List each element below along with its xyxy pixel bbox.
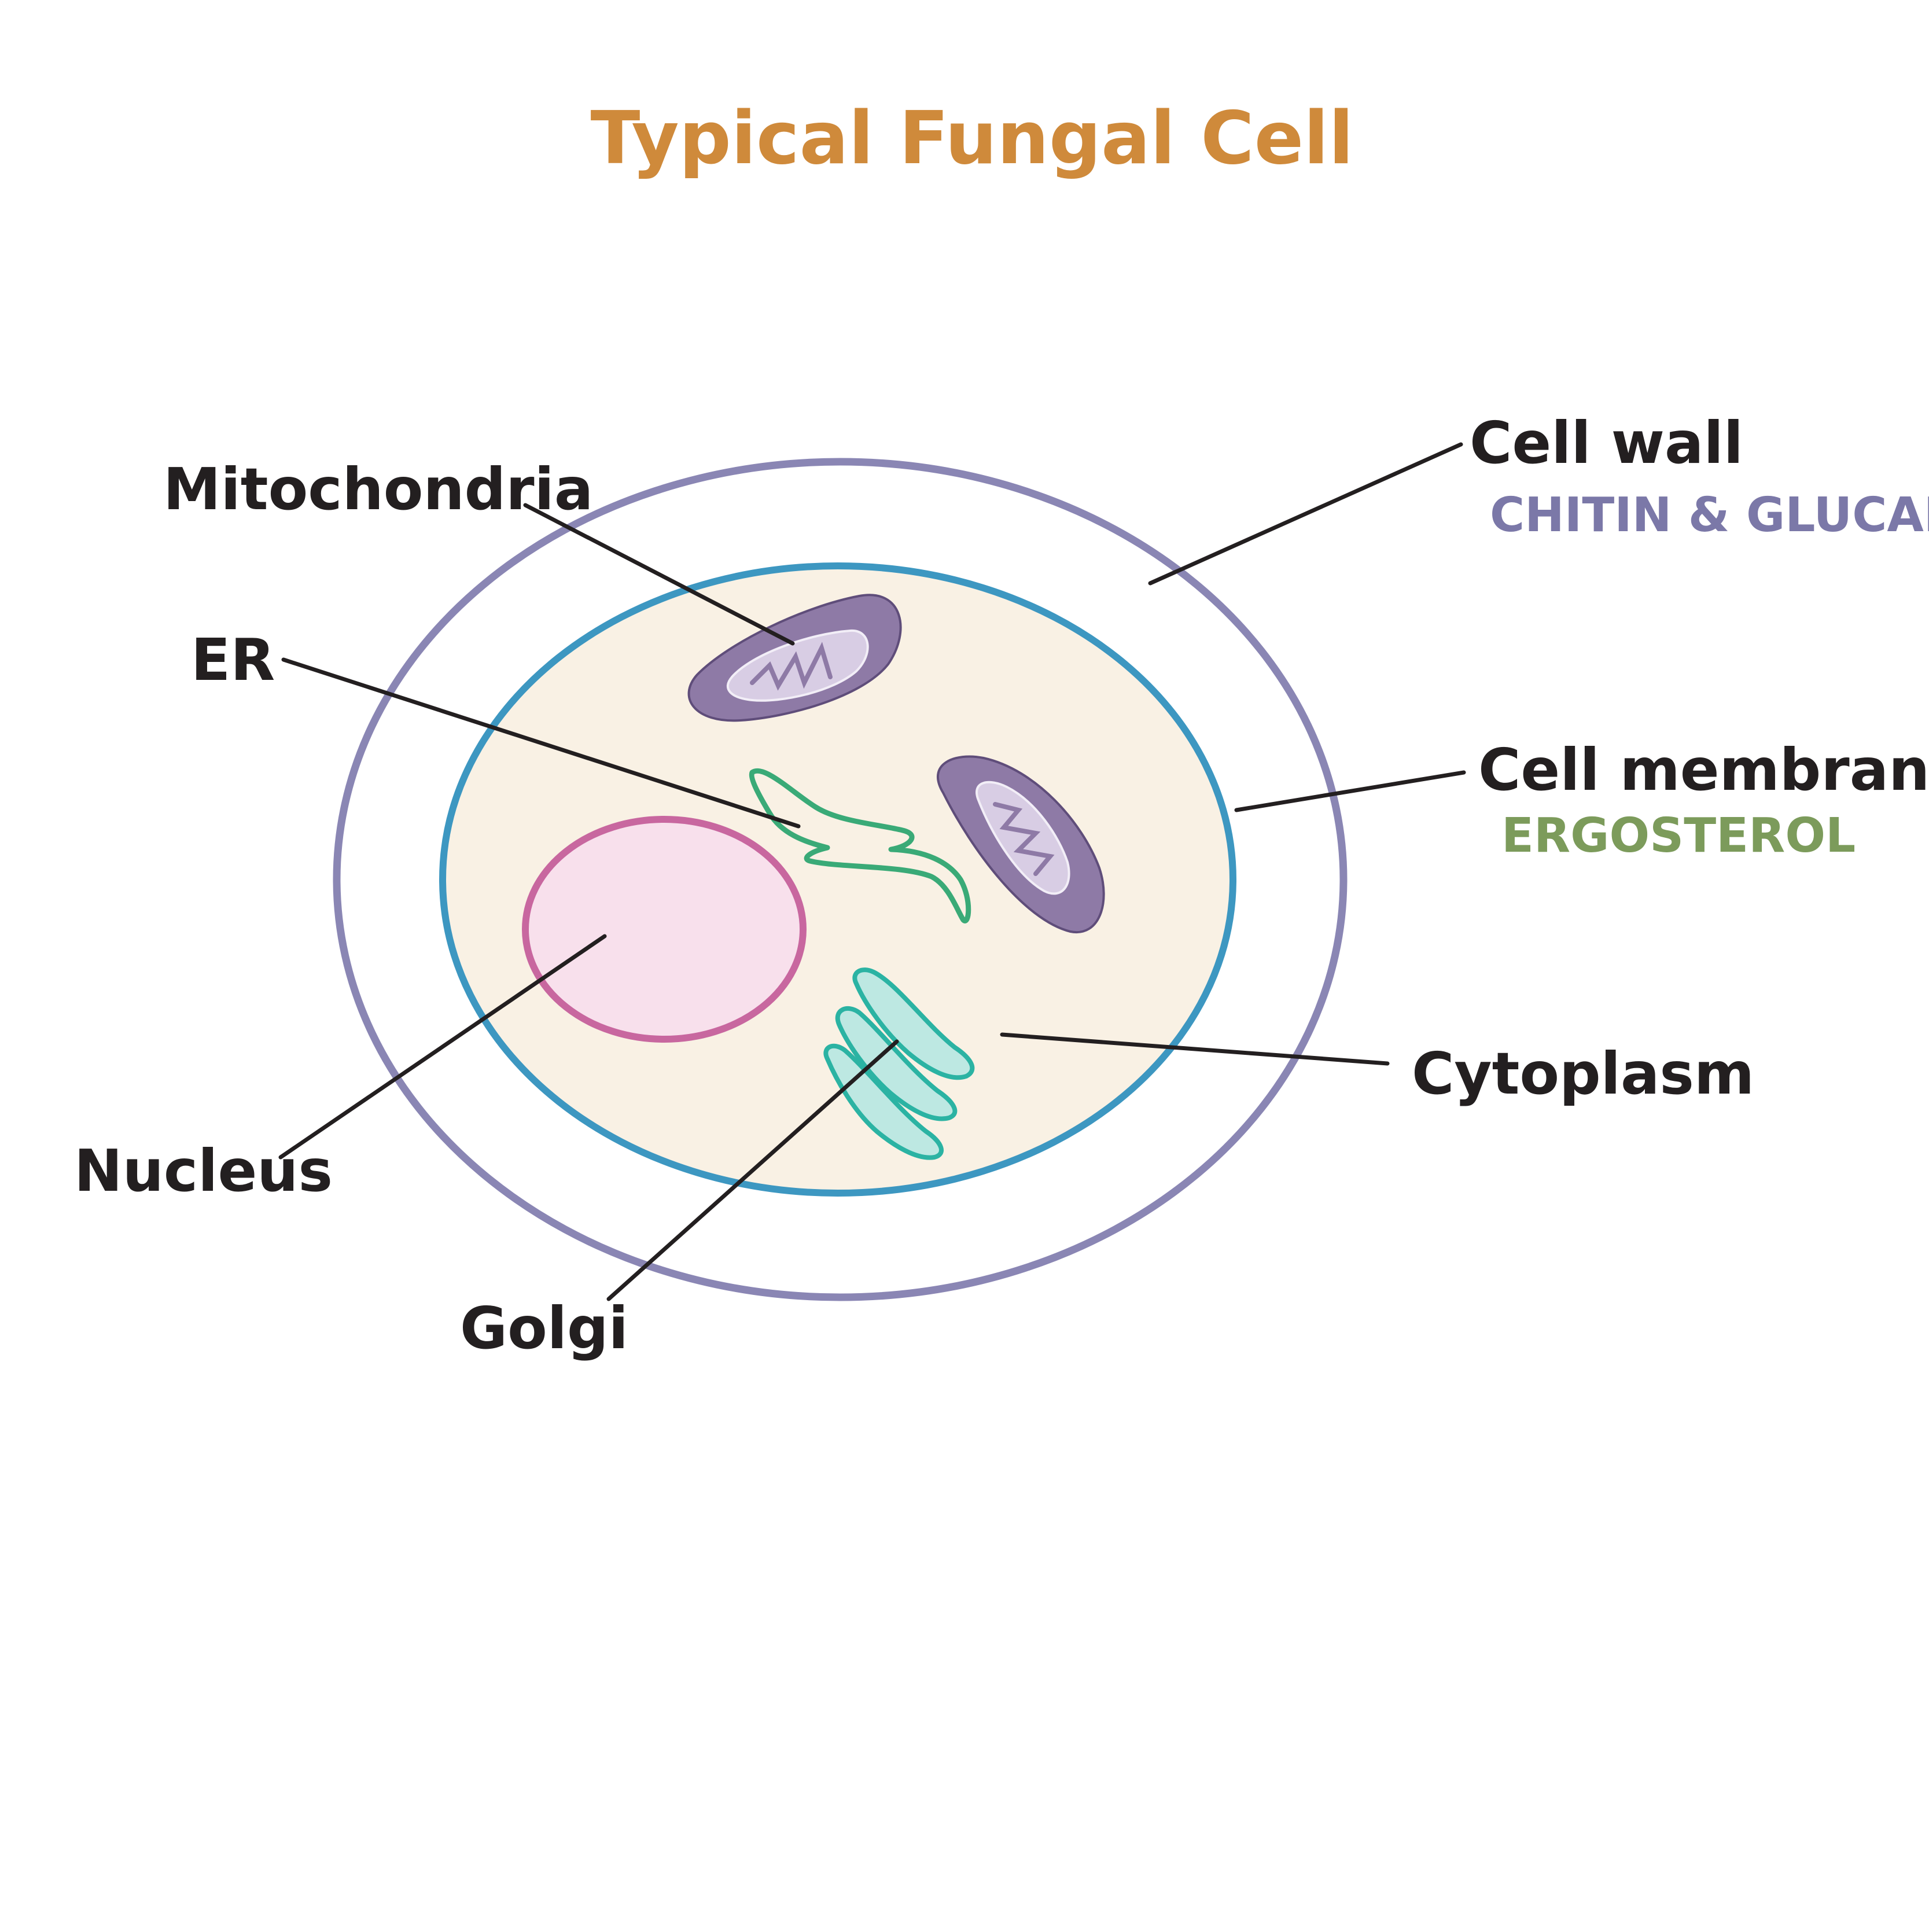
label-cytoplasm: Cytoplasm	[1412, 1040, 1754, 1107]
nucleus-leader	[278, 934, 607, 1160]
mitochondrion-right	[937, 755, 1105, 934]
label-nucleus: Nucleus	[74, 1137, 333, 1205]
endoplasmic-reticulum	[749, 768, 971, 923]
label-cell-wall: Cell wall	[1470, 409, 1743, 477]
cytoplasm-leader	[1000, 1032, 1390, 1066]
label-chitin-glucan: CHITIN & GLUCAN	[1490, 488, 1929, 543]
mitochondria-leader	[523, 503, 795, 646]
label-golgi: Golgi	[460, 1294, 628, 1362]
label-cell-membrane: Cell membrane	[1478, 736, 1929, 804]
er-leader	[281, 657, 801, 829]
label-er: ER	[191, 626, 275, 694]
cell-membrane-leader	[1234, 770, 1466, 812]
diagram-title: Typical Fungal Cell	[590, 95, 1353, 181]
label-mitochondria: Mitochondria	[163, 455, 593, 523]
mitochondrion-top	[687, 594, 902, 722]
label-ergosterol: ERGOSTEROL	[1501, 808, 1856, 863]
nucleus	[522, 816, 807, 1043]
cell-wall-leader	[1148, 442, 1463, 586]
golgi-leader	[606, 1039, 899, 1301]
golgi-apparatus	[823, 967, 975, 1160]
